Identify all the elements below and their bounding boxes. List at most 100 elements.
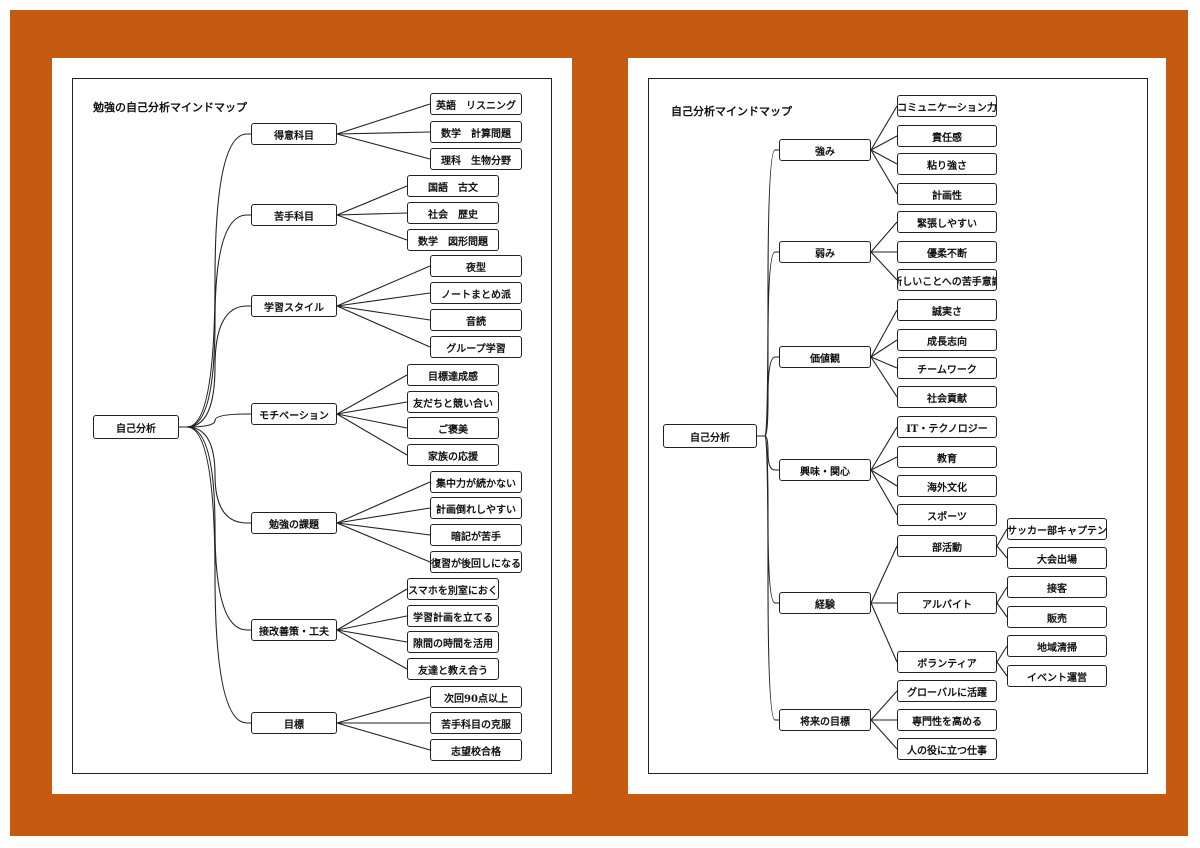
left-leaf-node[interactable]: 集中力が続かない: [430, 471, 522, 493]
left-leaf-node[interactable]: グループ学習: [430, 336, 522, 358]
left-leaf-node[interactable]: 友達と教え合う: [407, 658, 499, 680]
left-link-root-branch: [179, 133, 251, 428]
left-leaf-node[interactable]: 音読: [430, 309, 522, 331]
right-link-child-grandchild: [996, 586, 1008, 604]
left-link-branch-leaf: [336, 212, 408, 216]
left-map-title: 勉強の自己分析マインドマップ: [93, 101, 247, 114]
left-branch-node[interactable]: 学習スタイル: [251, 295, 337, 317]
left-leaf-node[interactable]: 数学 計算問題: [430, 121, 522, 143]
right-child-node[interactable]: 計画性: [897, 183, 997, 205]
right-child-node[interactable]: グローバルに活躍: [897, 680, 997, 702]
right-branch-node[interactable]: 将来の目標: [779, 709, 871, 731]
left-link-branch-leaf: [336, 629, 408, 670]
right-child-node[interactable]: 人の役に立つ仕事: [897, 738, 997, 760]
right-child-node[interactable]: IT・テクノロジー: [897, 416, 997, 438]
right-grandchild-node[interactable]: サッカー部キャプテン: [1007, 518, 1107, 540]
left-leaf-node[interactable]: 社会 歴史: [407, 202, 499, 224]
left-leaf-node[interactable]: 学習計画を立てる: [407, 605, 499, 627]
left-leaf-node[interactable]: 計画倒れしやすい: [430, 497, 522, 519]
right-link-root-branch: [757, 435, 779, 721]
right-link-branch-child: [870, 545, 898, 604]
left-leaf-node[interactable]: スマホを別室におく: [407, 578, 499, 600]
right-branch-node[interactable]: 価値観: [779, 346, 871, 368]
right-link-branch-child: [870, 356, 898, 398]
right-child-node[interactable]: 優柔不断: [897, 241, 997, 263]
right-child-node[interactable]: 成長志向: [897, 329, 997, 351]
right-branch-node[interactable]: 強み: [779, 139, 871, 161]
left-branch-node[interactable]: 勉強の課題: [251, 512, 337, 534]
left-link-root-branch: [179, 426, 251, 524]
right-child-node[interactable]: 部活動: [897, 535, 997, 557]
left-link-branch-leaf: [336, 292, 431, 307]
right-child-node[interactable]: スポーツ: [897, 504, 997, 526]
right-child-node[interactable]: 教育: [897, 446, 997, 468]
left-leaf-node[interactable]: 目標達成感: [407, 364, 499, 386]
left-link-branch-leaf: [336, 481, 431, 524]
left-leaf-node[interactable]: 苦手科目の克服: [430, 712, 522, 734]
right-child-node[interactable]: 誠実さ: [897, 299, 997, 321]
left-leaf-node[interactable]: 友だちと競い合い: [407, 391, 499, 413]
left-link-branch-leaf: [336, 185, 408, 216]
right-child-node[interactable]: コミュニケーション力: [897, 95, 997, 117]
left-leaf-node[interactable]: 理科 生物分野: [430, 148, 522, 170]
left-link-branch-leaf: [336, 696, 431, 724]
right-link-branch-child: [870, 309, 898, 358]
right-child-node[interactable]: 海外文化: [897, 475, 997, 497]
left-link-branch-leaf: [336, 629, 408, 643]
right-child-node[interactable]: アルバイト: [897, 592, 997, 614]
left-branch-node[interactable]: 苦手科目: [251, 204, 337, 226]
left-link-branch-leaf: [336, 615, 408, 631]
left-branch-node[interactable]: 得意科目: [251, 123, 337, 145]
left-root-node[interactable]: 自己分析: [93, 415, 179, 439]
left-leaf-node[interactable]: 志望校合格: [430, 739, 522, 761]
left-leaf-node[interactable]: 家族の応援: [407, 444, 499, 466]
left-link-branch-leaf: [336, 374, 408, 415]
left-branch-node[interactable]: 目標: [251, 712, 337, 734]
right-child-node[interactable]: 責任感: [897, 125, 997, 147]
right-grandchild-node[interactable]: 地域清掃: [1007, 635, 1107, 657]
right-child-node[interactable]: チームワーク: [897, 357, 997, 379]
right-grandchild-node[interactable]: イベント運営: [1007, 665, 1107, 687]
left-link-branch-leaf: [336, 133, 431, 160]
right-child-node[interactable]: 粘り強さ: [897, 153, 997, 175]
right-branch-node[interactable]: 経験: [779, 592, 871, 614]
left-link-branch-leaf: [336, 131, 431, 135]
right-child-node[interactable]: ボランティア: [897, 651, 997, 673]
right-root-node[interactable]: 自己分析: [663, 424, 757, 448]
left-leaf-node[interactable]: ご褒美: [407, 417, 499, 439]
left-leaf-node[interactable]: 暗記が苦手: [430, 524, 522, 546]
left-leaf-node[interactable]: 英語 リスニング: [430, 93, 522, 115]
right-child-node[interactable]: 社会貢献: [897, 386, 997, 408]
left-link-branch-leaf: [336, 214, 408, 241]
right-link-branch-child: [870, 456, 898, 471]
left-page-border: 勉強の自己分析マインドマップ 自己分析 得意科目 英語 リスニング数学 計算問題理科…: [72, 78, 552, 774]
right-link-root-branch: [757, 435, 779, 471]
left-leaf-node[interactable]: 次回90点以上: [430, 686, 522, 708]
left-link-branch-leaf: [336, 588, 408, 631]
right-child-node[interactable]: 新しいことへの苦手意識: [897, 269, 997, 291]
left-leaf-node[interactable]: 夜型: [430, 255, 522, 277]
left-link-branch-leaf: [336, 413, 408, 429]
right-branch-node[interactable]: 興味・関心: [779, 459, 871, 481]
left-link-branch-leaf: [336, 507, 431, 524]
right-branch-node[interactable]: 弱み: [779, 241, 871, 263]
left-branch-node[interactable]: モチベーション: [251, 403, 337, 425]
right-link-branch-child: [870, 149, 898, 195]
right-grandchild-node[interactable]: 大会出場: [1007, 547, 1107, 569]
left-leaf-node[interactable]: 隙間の時間を活用: [407, 631, 499, 653]
right-child-node[interactable]: 緊張しやすい: [897, 211, 997, 233]
right-link-branch-child: [870, 221, 898, 253]
right-page: 自己分析マインドマップ 自己分析強みコミュニケーション力責任感粘り強さ計画性弱み…: [628, 58, 1166, 794]
left-link-root-branch: [179, 214, 251, 428]
right-grandchild-node[interactable]: 接客: [1007, 576, 1107, 598]
left-branch-node[interactable]: 接改善策・工夫: [251, 619, 337, 641]
right-grandchild-node[interactable]: 販売: [1007, 606, 1107, 628]
left-link-branch-leaf: [336, 413, 408, 456]
left-leaf-node[interactable]: 国語 古文: [407, 175, 499, 197]
left-link-branch-leaf: [336, 522, 431, 536]
right-link-child-grandchild: [996, 645, 1008, 663]
left-leaf-node[interactable]: ノートまとめ派: [430, 282, 522, 304]
right-child-node[interactable]: 専門性を高める: [897, 709, 997, 731]
left-leaf-node[interactable]: 復習が後回しになる: [430, 551, 522, 573]
left-leaf-node[interactable]: 数学 図形問題: [407, 229, 499, 251]
